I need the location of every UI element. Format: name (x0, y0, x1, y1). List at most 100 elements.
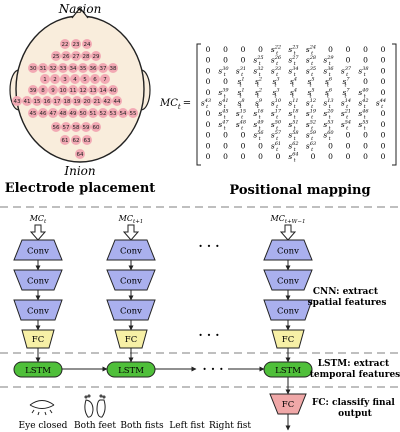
matrix-entry: 0 (206, 120, 211, 129)
electrode: 12 (78, 85, 88, 95)
matrix-entry: 0 (381, 56, 386, 65)
input-arrow-icon (279, 224, 297, 241)
matrix-entry: 0 (206, 131, 211, 140)
electrode: 49 (68, 108, 78, 118)
input-arrow-icon (29, 224, 47, 241)
svg-text:39: 39 (30, 88, 37, 94)
electrode: 18 (62, 96, 72, 106)
eye-closed-icon (29, 400, 55, 416)
matrix-entry: 0 (346, 45, 351, 54)
conv-label: Conv (27, 247, 49, 257)
input-arrow-icon (122, 224, 140, 241)
electrode: 51 (88, 108, 98, 118)
fc-note: FC: classify final output (312, 398, 398, 419)
ellipsis-fc: · · · (199, 328, 220, 342)
matrix-entry: 0 (241, 56, 246, 65)
svg-text:62: 62 (73, 138, 80, 144)
electrode: 22 (60, 39, 70, 49)
conv-layer (263, 269, 313, 291)
matrix-entry: 0 (328, 45, 333, 54)
svg-text:40: 40 (110, 88, 117, 94)
electrode: 29 (91, 51, 101, 61)
matrix-entry: 0 (223, 45, 228, 54)
matrix-entry: 0 (206, 56, 211, 65)
electrode: 38 (108, 63, 118, 73)
svg-text:8: 8 (41, 88, 45, 94)
matrix-entry: 0 (346, 131, 351, 140)
electrode-placement-caption: Electrode placement (5, 181, 156, 196)
svg-text:21: 21 (94, 99, 101, 105)
electrode: 9 (48, 85, 58, 95)
conv-label: Conv (120, 247, 142, 257)
electrode: 62 (71, 135, 81, 145)
matrix-entry: 0 (363, 131, 368, 140)
matrix-entry: 0 (206, 88, 211, 97)
matrix-entry: 0 (223, 77, 228, 86)
input-label: MCt+1 (118, 214, 144, 225)
svg-text:31: 31 (40, 66, 47, 72)
svg-text:38: 38 (110, 66, 117, 72)
electrode: 6 (90, 74, 100, 84)
svg-text:6: 6 (93, 77, 97, 83)
conv-layer (106, 239, 156, 261)
svg-text:1: 1 (43, 77, 47, 83)
electrode: 57 (61, 122, 71, 132)
electrode: 47 (48, 108, 58, 118)
electrode: 3 (60, 74, 70, 84)
svg-text:23: 23 (73, 42, 80, 48)
class-label: Left fist (169, 421, 205, 431)
ellipsis-lstm: · · · (203, 362, 224, 376)
matrix-entry: 0 (381, 109, 386, 118)
svg-text:42: 42 (104, 99, 111, 105)
svg-text:44: 44 (114, 99, 121, 105)
conv-layer (13, 299, 63, 321)
electrode: 23 (71, 39, 81, 49)
svg-text:50: 50 (80, 111, 87, 117)
electrode: 31 (38, 63, 48, 73)
electrode: 50 (78, 108, 88, 118)
class-labels: Eye closed Both feet Both fists Left fis… (19, 421, 252, 431)
electrode: 46 (38, 108, 48, 118)
svg-text:5: 5 (83, 77, 87, 83)
svg-text:43: 43 (14, 99, 21, 105)
matrix-entry: 0 (311, 152, 316, 161)
electrode: 63 (82, 135, 92, 145)
electrode: 55 (128, 108, 138, 118)
electrode: 61 (60, 135, 70, 145)
matrix-entry: 0 (381, 141, 386, 150)
conv-label: Conv (120, 307, 142, 317)
matrix-entry: 0 (241, 152, 246, 161)
electrode: 59 (81, 122, 91, 132)
matrix-entry: 0 (328, 152, 333, 161)
electrode: 36 (88, 63, 98, 73)
conv-label: Conv (120, 277, 142, 287)
svg-text:45: 45 (30, 111, 37, 117)
matrix-entry: 0 (381, 88, 386, 97)
matrix-entry: 0 (363, 141, 368, 150)
